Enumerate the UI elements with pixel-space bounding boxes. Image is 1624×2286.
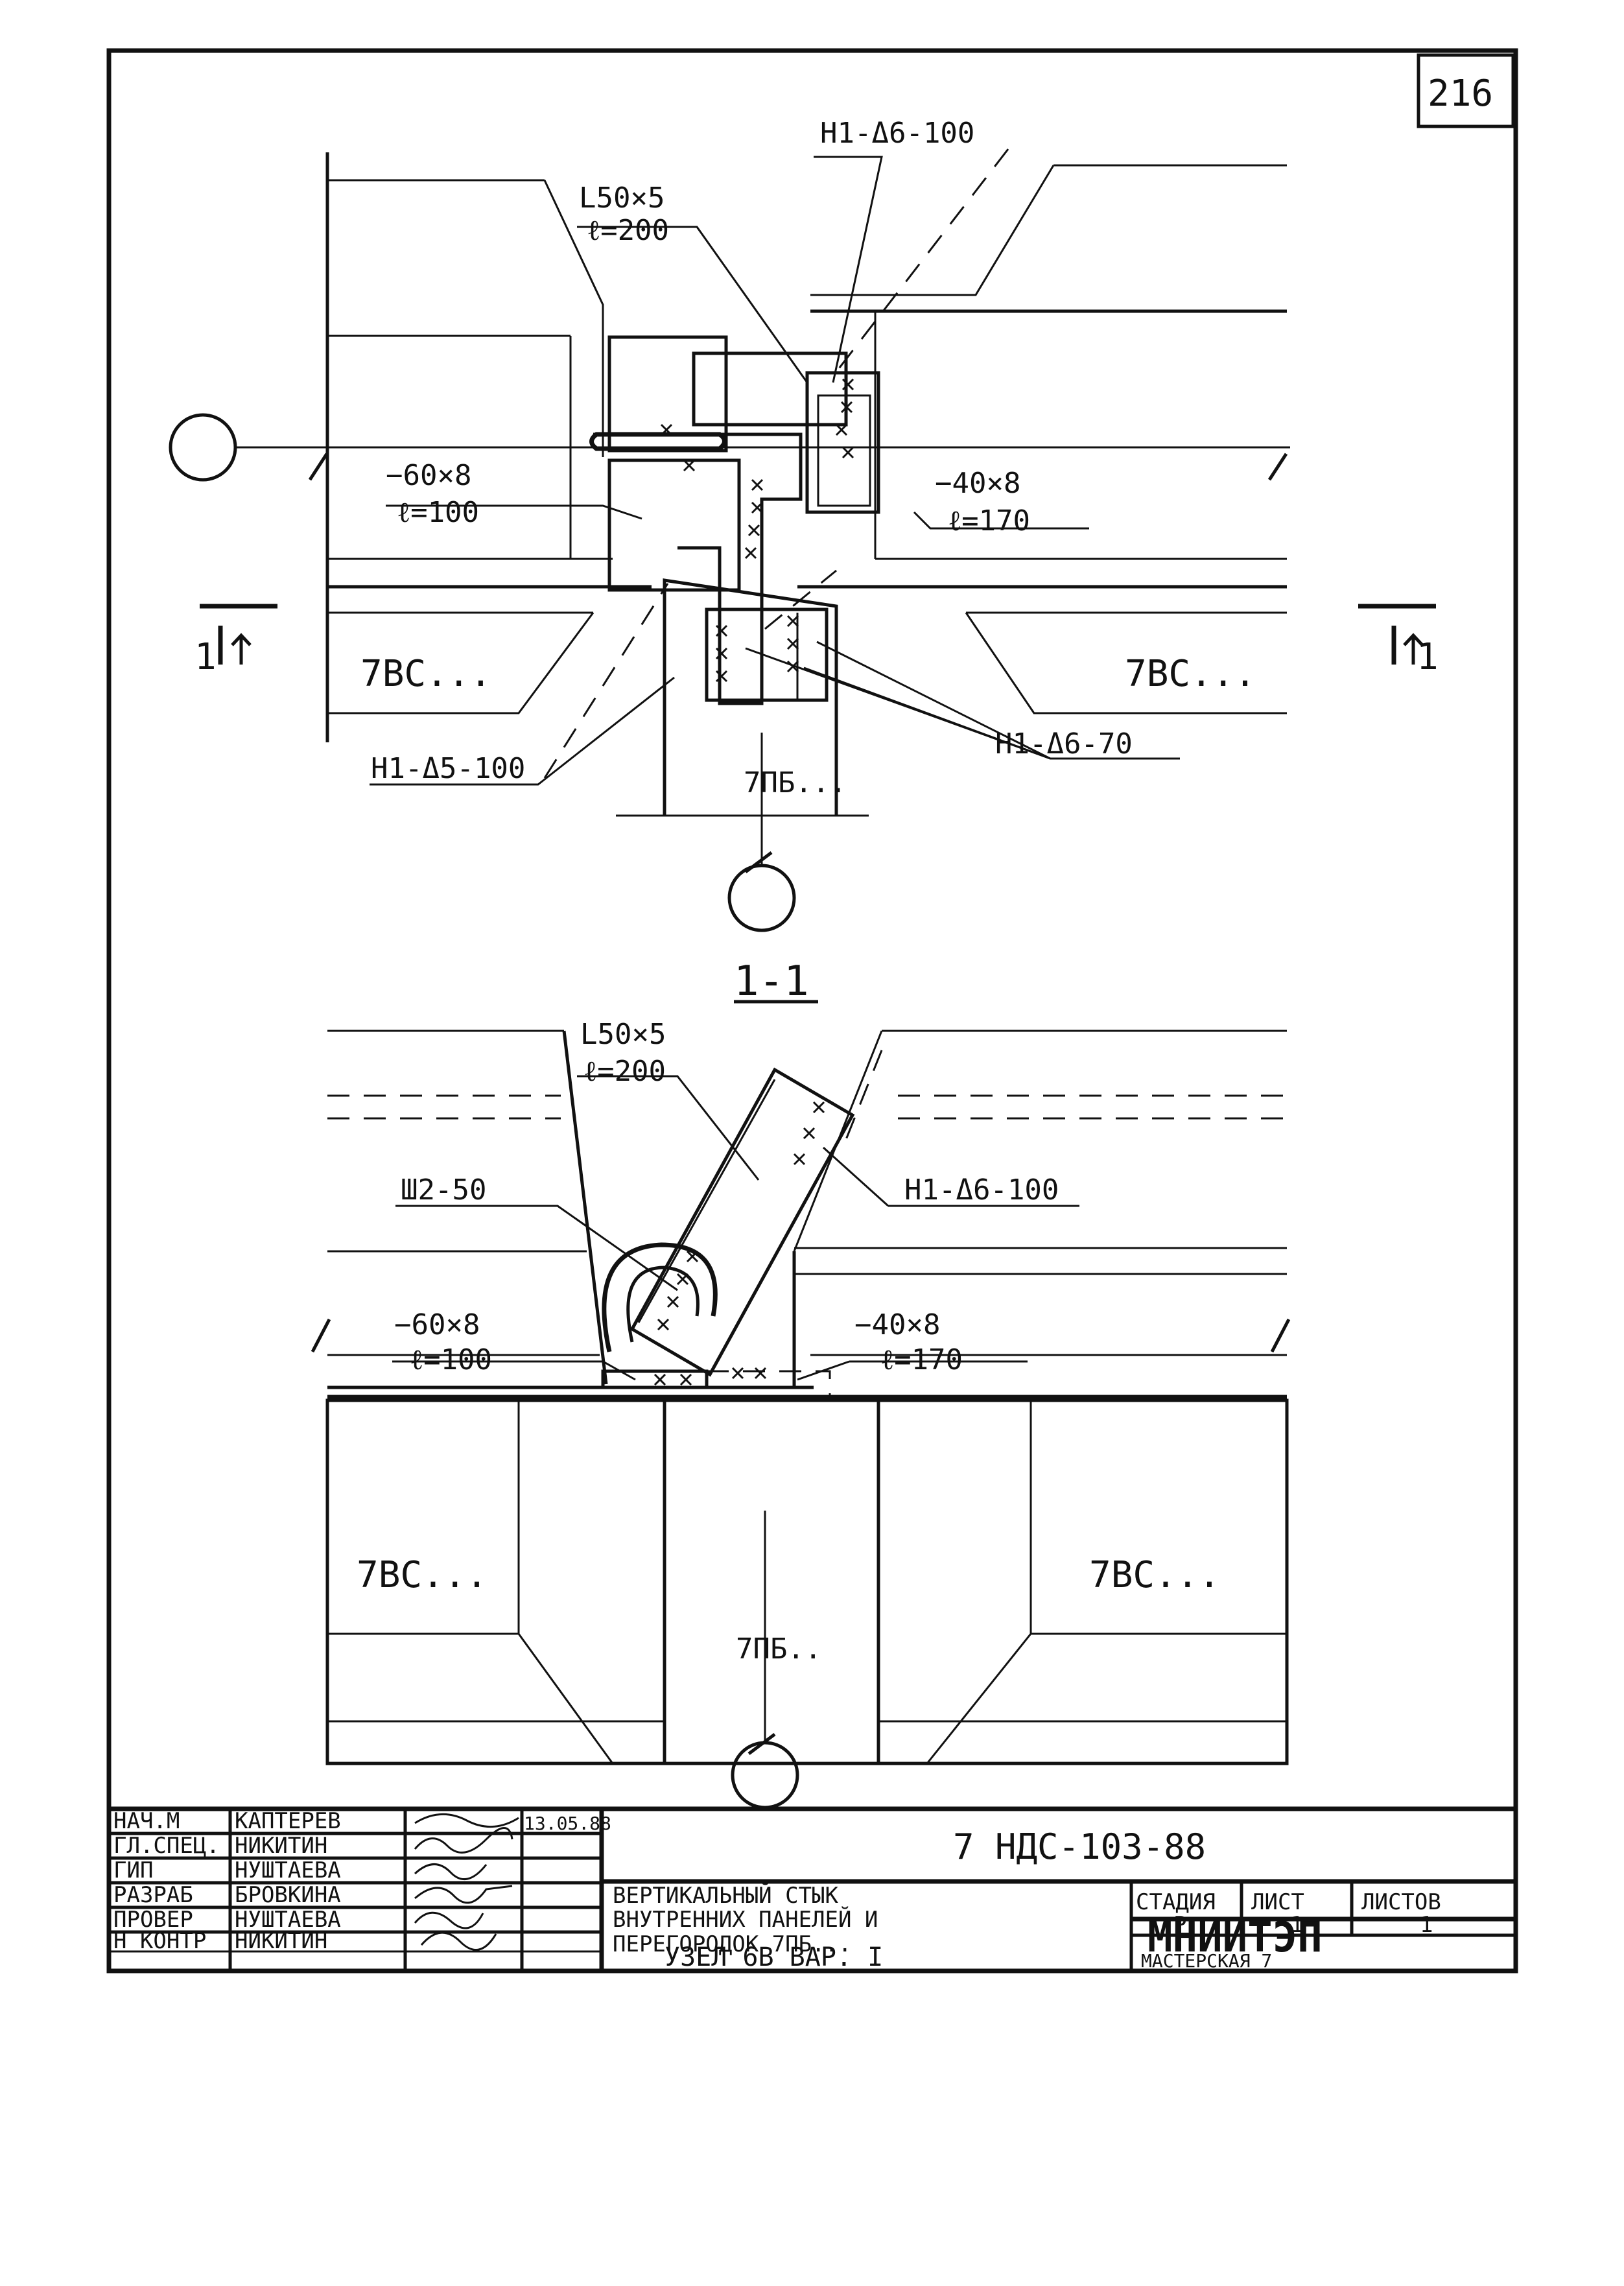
section-angle-label: L50×5 <box>580 1018 666 1051</box>
tb-sheets-header: ЛИСТОВ <box>1361 1889 1441 1915</box>
signatures <box>414 1813 519 1951</box>
tb-sheets-value: 1 <box>1420 1912 1433 1938</box>
section-angle-length: ℓ=200 <box>583 1055 666 1088</box>
section-plate-right-size: −40×8 <box>854 1308 940 1341</box>
plan-panel-left: 7ВС... <box>360 653 491 695</box>
plan-view: 1 1 L50×5 ℓ=200 Н1-Δ6-100 −60×8 ℓ=100 −4… <box>169 117 1439 932</box>
tb-stage-header: СТАДИЯ <box>1136 1889 1216 1915</box>
section-plate-left-size: −60×8 <box>394 1308 480 1341</box>
tb-description-line2: ВНУТРЕННИХ ПАНЕЛЕЙ И <box>613 1906 878 1933</box>
tb-name-3: БРОВКИНА <box>235 1882 341 1908</box>
plan-plate-right-size: −40×8 <box>935 467 1020 500</box>
axis-marker-bottom <box>727 864 796 932</box>
tb-name-1: НИКИТИН <box>235 1833 327 1859</box>
tb-stage-value: Р <box>1173 1912 1186 1938</box>
section-panel-right: 7ВС... <box>1089 1554 1220 1596</box>
tb-date: 13.05.88 <box>524 1813 611 1834</box>
plan-partition: 7ПБ... <box>744 766 847 799</box>
tb-description-line1: ВЕРТИКАЛЬНЫЙ СТЫК <box>613 1882 839 1909</box>
tb-role-1: ГЛ.СПЕЦ. <box>113 1833 220 1859</box>
tb-doc-code: 7 НДС-103-88 <box>953 1826 1206 1867</box>
axis-marker-left <box>169 413 237 482</box>
tb-role-3: РАЗРАБ <box>113 1882 193 1908</box>
section-title: 1-1 <box>734 958 809 1006</box>
plan-weld-top: Н1-Δ6-100 <box>820 117 974 150</box>
section-plate-left-length: ℓ=100 <box>410 1343 492 1376</box>
tb-role-4: ПРОВЕР <box>113 1907 193 1933</box>
tb-role-2: ГИП <box>113 1857 153 1883</box>
section-mark-right: 1 <box>1417 636 1439 678</box>
tb-name-5: НИКИТИН <box>235 1928 327 1954</box>
section-mark-left: 1 <box>194 636 217 678</box>
plan-weld-right: Н1-Δ6-70 <box>995 727 1133 760</box>
tb-sheet-value: 1 <box>1290 1912 1303 1938</box>
tb-workshop: МАСТЕРСКАЯ 7 <box>1141 1950 1272 1972</box>
plan-weld-left: Н1-Δ5-100 <box>371 752 525 785</box>
section-panel-left: 7ВС... <box>357 1554 488 1596</box>
axis-marker-section <box>731 1741 799 1809</box>
plan-plate-right-length: ℓ=170 <box>948 504 1030 537</box>
tb-role-5: Н КОНТР <box>113 1928 206 1954</box>
section-weld-loop: Ш2-50 <box>401 1173 486 1207</box>
plan-plate-left-size: −60×8 <box>386 459 471 492</box>
tb-sheet-header: ЛИСТ <box>1251 1889 1304 1915</box>
section-partition: 7ПБ.. <box>736 1632 821 1666</box>
tb-name-2: НУШТАЕВА <box>235 1857 341 1883</box>
tb-name-0: КАПТЕРЕВ <box>235 1808 341 1834</box>
plan-angle-length: ℓ=200 <box>587 214 669 247</box>
tb-node: УЗЕЛ 6В ВАР. I <box>665 1942 883 1972</box>
plan-angle-label: L50×5 <box>579 182 665 215</box>
plan-plate-left-length: ℓ=100 <box>397 496 479 529</box>
section-plate-right-length: ℓ=170 <box>880 1343 963 1376</box>
tb-name-4: НУШТАЕВА <box>235 1907 341 1933</box>
sheet-number: 216 <box>1428 73 1493 115</box>
sheet-number-box <box>1417 53 1515 128</box>
tb-description-line3: ПЕРЕГОРОДОК 7ПБ... <box>613 1931 851 1957</box>
sheet-frame <box>106 48 1518 1974</box>
tb-organization: МНИИТЭП <box>1147 1914 1323 1962</box>
plan-panel-right: 7ВС... <box>1125 653 1256 695</box>
section-weld-angle: Н1-Δ6-100 <box>904 1173 1059 1207</box>
section-view: 1-1 <box>311 958 1291 1809</box>
tb-role-0: НАЧ.М <box>113 1808 180 1834</box>
title-block: НАЧ.М ГЛ.СПЕЦ. ГИП РАЗРАБ ПРОВЕР Н КОНТР… <box>109 1806 1516 1972</box>
